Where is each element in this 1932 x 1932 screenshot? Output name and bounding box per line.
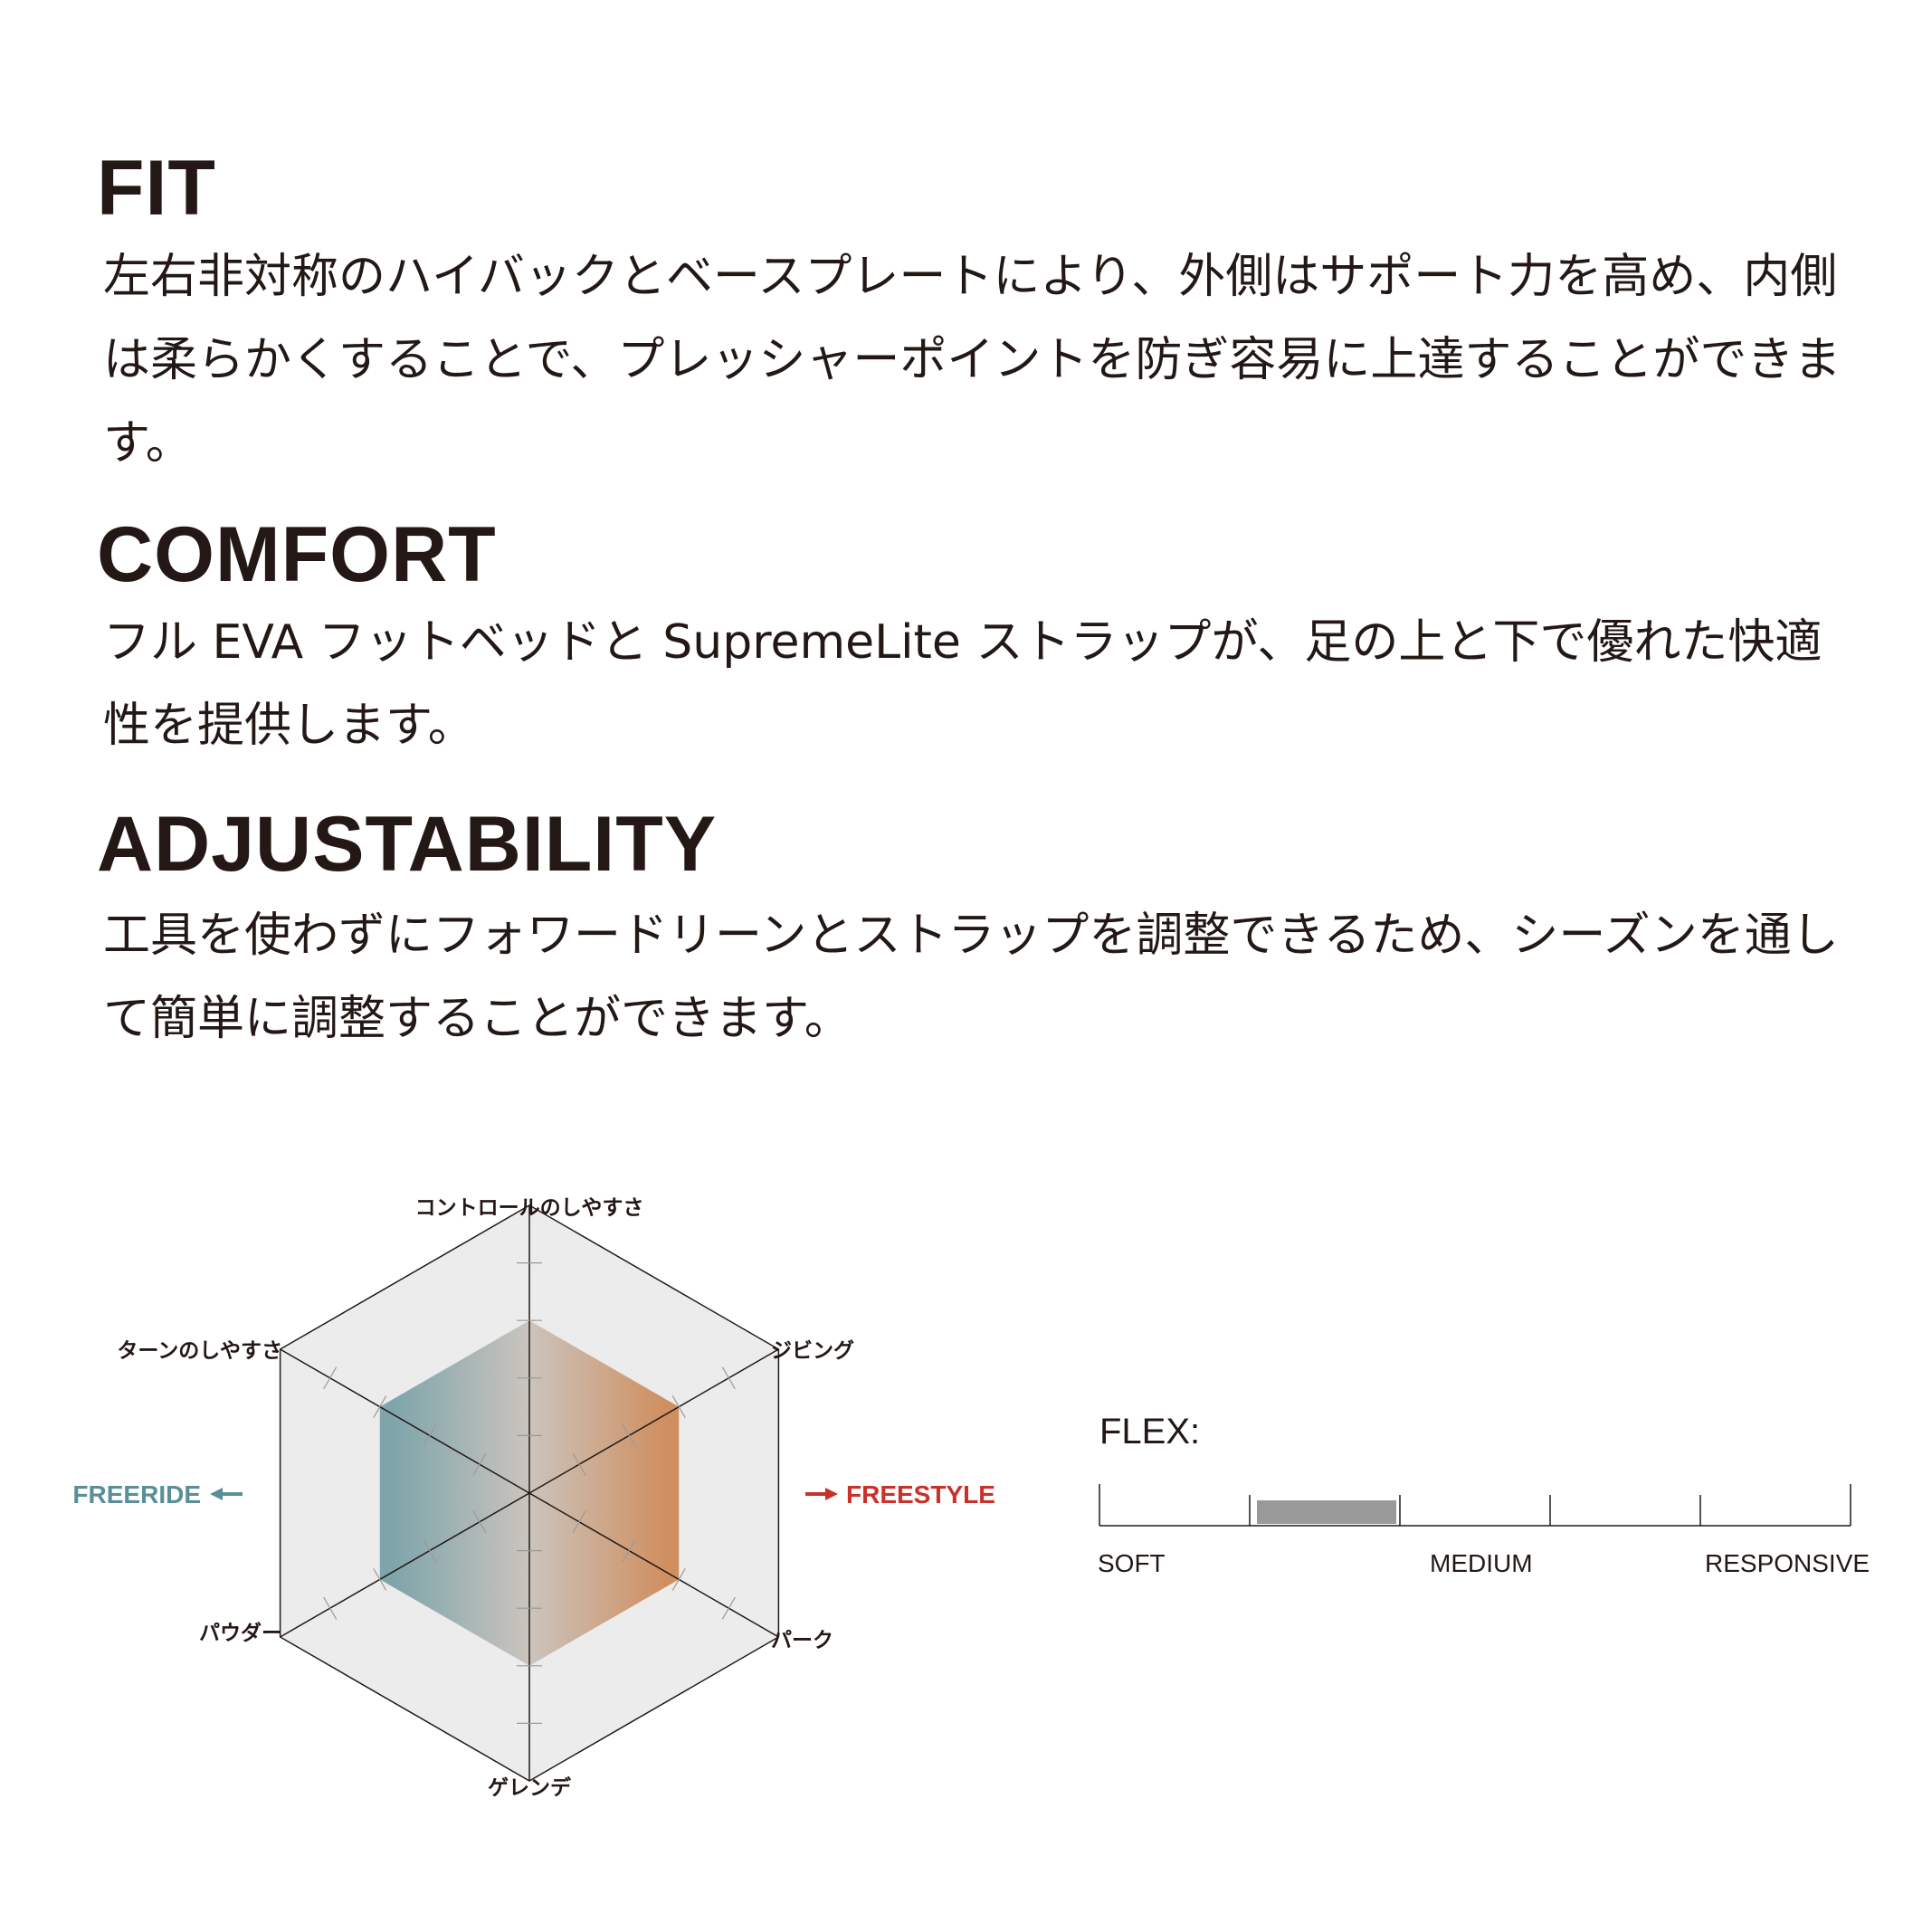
- radar-tick: [622, 1423, 636, 1447]
- radar-tick: [671, 1395, 686, 1419]
- adjustability-title: ADJUSTABILITY: [97, 801, 718, 888]
- freestyle-indicator: FREESTYLE: [805, 1480, 995, 1508]
- axis-label-control: コントロールのしやすさ: [415, 1196, 644, 1220]
- flex-title: FLEX:: [1099, 1412, 1201, 1451]
- radar-tick: [423, 1423, 437, 1447]
- comfort-description: フル EVA フットベッドと SupremeLite ストラップが、足の上と下で…: [103, 615, 1823, 753]
- freeride-label: FREERIDE: [72, 1480, 201, 1508]
- radar-tick: [472, 1452, 487, 1476]
- radar-tick: [323, 1366, 338, 1390]
- radar-tick: [423, 1539, 437, 1563]
- radar-tick: [323, 1596, 338, 1620]
- radar-ticks: [323, 1262, 736, 1725]
- axis-label-jibbing: ジビング: [771, 1338, 854, 1363]
- radar-tick: [572, 1452, 586, 1476]
- freestyle-label: FREESTYLE: [846, 1480, 995, 1508]
- radar-spoke: [528, 1348, 779, 1494]
- freeride-indicator: FREERIDE: [72, 1480, 243, 1508]
- fit-title: FIT: [97, 145, 216, 232]
- arrow-right-icon: [805, 1488, 838, 1500]
- radar-tick: [671, 1567, 686, 1591]
- adjustability-description: 工具を使わずにフォワードリーンとストラップを調整できるため、シーズンを通して簡単…: [103, 909, 1839, 1046]
- flex-label-responsive: RESPONSIVE: [1705, 1549, 1870, 1577]
- flex-label-medium: MEDIUM: [1430, 1549, 1533, 1577]
- axis-label-park: パーク: [771, 1629, 833, 1652]
- radar-tick: [373, 1567, 387, 1591]
- radar-spoke: [280, 1348, 530, 1494]
- axis-label-groomer: ゲレンデ: [488, 1775, 572, 1800]
- radar-tick: [373, 1395, 387, 1419]
- fit-description: 左右非対称のハイバックとベースプレートにより、外側はサポート力を高め、内側は柔ら…: [103, 250, 1842, 471]
- axis-label-powder: パウダー: [199, 1621, 282, 1645]
- flex-scale: [1099, 1484, 1851, 1527]
- radar-spokes: [280, 1205, 779, 1781]
- radar-spoke: [528, 1492, 779, 1638]
- comfort-title: COMFORT: [97, 511, 497, 598]
- radar-tick: [721, 1596, 736, 1620]
- radar-tick: [721, 1366, 736, 1390]
- radar-spoke: [280, 1492, 530, 1638]
- flex-scale-ticks: [1099, 1484, 1851, 1527]
- flex-range-bar: [1257, 1500, 1396, 1524]
- radar-tick: [622, 1539, 636, 1563]
- radar-tick: [572, 1510, 586, 1534]
- arrow-left-icon: [210, 1488, 243, 1500]
- riding-style-radar-chart: コントロールのしやすさ ジビング パーク ゲレンデ パウダー ターンのしやすさ …: [72, 1196, 995, 1800]
- flex-label-soft: SOFT: [1098, 1549, 1166, 1577]
- axis-label-turning: ターンのしやすさ: [117, 1339, 282, 1363]
- radar-tick: [472, 1510, 487, 1534]
